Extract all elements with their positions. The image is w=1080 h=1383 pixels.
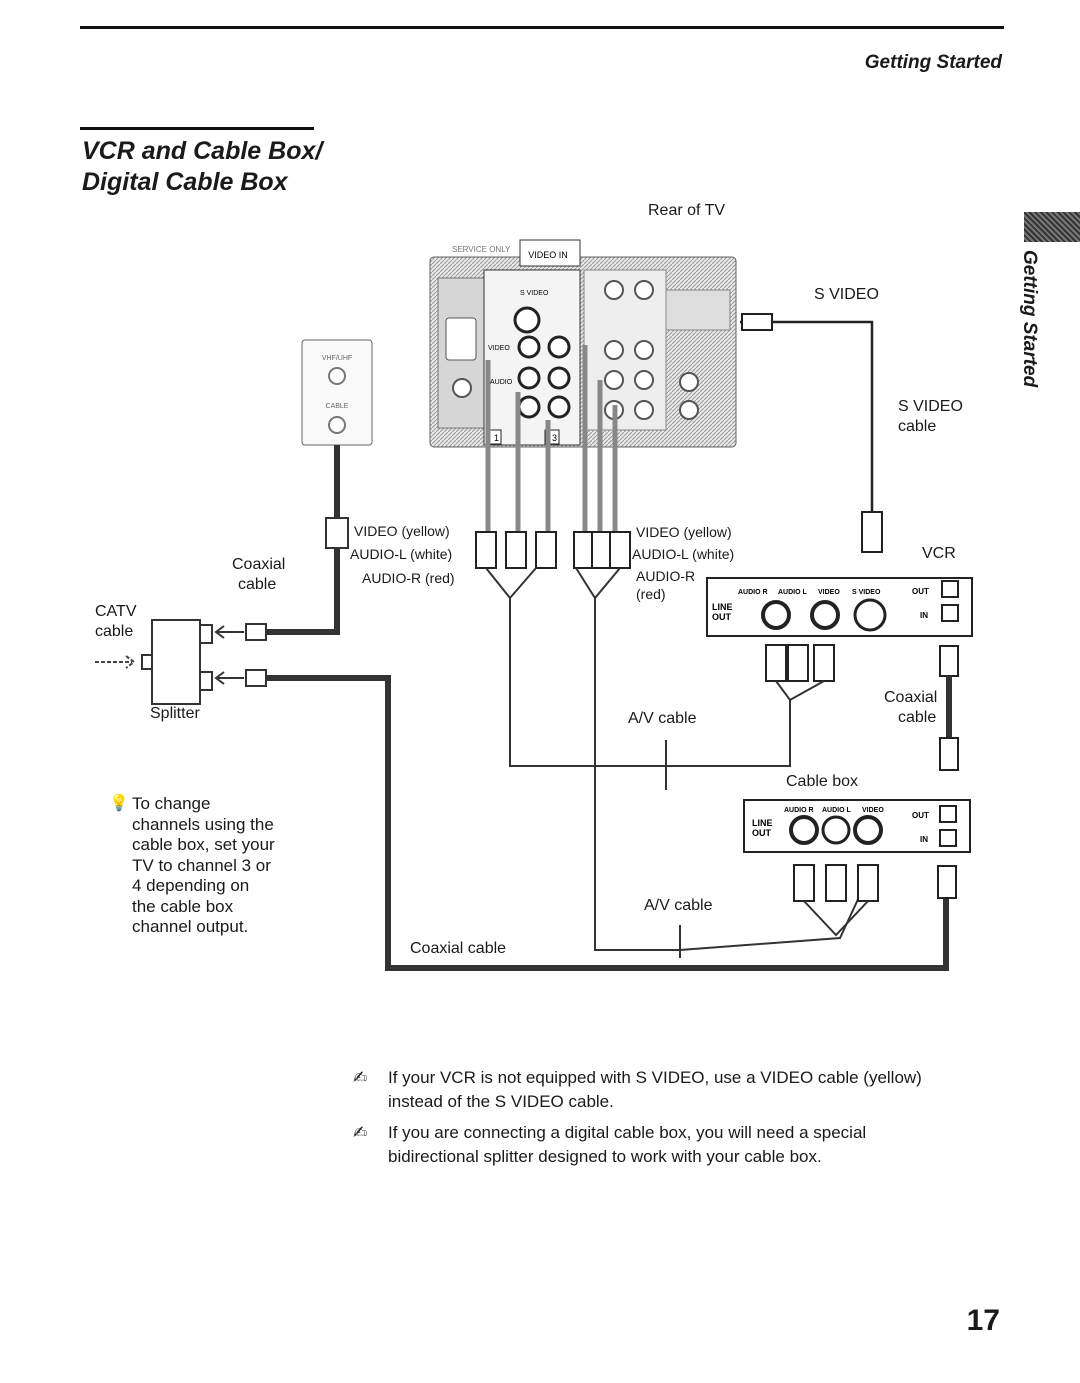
audio-r-right-label-2: (red)	[636, 586, 666, 602]
cablebox-rf-out-label: OUT	[912, 811, 929, 820]
vcr-s-video-label: S VIDEO	[852, 589, 881, 596]
tv-service-only-label: SERVICE ONLY	[452, 245, 511, 254]
note-1-line-1: If your VCR is not equipped with S VIDEO…	[388, 1068, 922, 1087]
cablebox-audio-r-label: AUDIO R	[784, 807, 814, 814]
coaxial-cable-label-2: cable	[238, 576, 277, 593]
title-rule	[80, 127, 314, 130]
note-2: If you are connecting a digital cable bo…	[352, 1121, 1048, 1169]
vcr-audio-r-label: AUDIO R	[738, 589, 768, 596]
coaxial-cable-splitter-to-cable-box	[266, 675, 949, 971]
splitter-arrow-in-2-icon	[214, 671, 244, 685]
audio-l-white-right-label: AUDIO-L (white)	[632, 546, 735, 562]
coaxial-bottom-label: Coaxial cable	[410, 940, 507, 957]
tip-line: 4 depending on	[132, 876, 250, 895]
tv-input-1-label: 1	[494, 433, 499, 443]
tip-line: channels using the	[132, 814, 274, 834]
catv-label-2: cable	[95, 623, 134, 640]
cablebox-line-label: LINE	[752, 818, 773, 828]
vcr-video-label: VIDEO	[818, 589, 840, 596]
video-yellow-left-label: VIDEO (yellow)	[354, 523, 450, 539]
outlet-vhf-uhf-label: VHF/UHF	[322, 355, 352, 362]
tip-line: the cable box	[132, 896, 234, 916]
tv-caption: Rear of TV	[648, 202, 726, 219]
vcr-label: VCR	[922, 545, 956, 562]
outlet-cable-label: CABLE	[326, 403, 349, 410]
av-cable-label-1: A/V cable	[628, 710, 697, 727]
cablebox-video-label: VIDEO	[862, 807, 884, 814]
audio-r-right-label-1: AUDIO-R	[636, 568, 696, 584]
vcr-audio-l-label: AUDIO L	[778, 589, 808, 596]
section-title-line1: VCR and Cable Box/	[82, 137, 323, 165]
s-video-port-label: S VIDEO	[814, 286, 879, 303]
page-number: 17	[966, 1304, 1000, 1337]
tip-line: cable box, set your	[132, 835, 275, 854]
note-pencil-icon: ✍	[353, 1123, 368, 1142]
tv-video-in-label: VIDEO IN	[528, 250, 568, 260]
tv-video-port-label: VIDEO	[488, 345, 510, 352]
cable-box-label: Cable box	[786, 773, 859, 790]
section-title-line2: Digital Cable Box	[82, 168, 288, 196]
vcr-rf-in-label: IN	[920, 611, 928, 620]
coaxial-cable-label-1: Coaxial	[232, 556, 286, 573]
tip-line: TV to channel 3 or	[132, 855, 271, 875]
running-head: Getting Started	[864, 52, 1002, 73]
tip-text: To change channels using the cable box, …	[132, 794, 307, 938]
audio-l-white-left-label: AUDIO-L (white)	[350, 546, 453, 562]
coaxial-right-label-2: cable	[898, 709, 937, 726]
wall-outlet: VHF/UHF CABLE	[301, 339, 373, 446]
tv-s-video-port-label: S VIDEO	[520, 290, 549, 297]
vcr-line-label: LINE	[712, 602, 733, 612]
cable-box-av-plugs	[793, 864, 879, 902]
section-title: VCR and Cable Box/ Digital Cable Box	[82, 136, 402, 198]
vcr-out-label: OUT	[712, 612, 732, 622]
s-video-cable-label-1: S VIDEO	[898, 398, 963, 415]
s-video-cable-label-2: cable	[898, 418, 937, 435]
note-2-line-2: bidirectional splitter designed to work …	[388, 1147, 822, 1166]
lightbulb-icon: 💡	[109, 795, 129, 812]
splitter-arrow-in-1-icon	[214, 625, 244, 639]
av-plugs-left	[475, 531, 631, 569]
s-video-cable	[740, 320, 874, 512]
vcr-rf-out-label: OUT	[912, 587, 929, 596]
av-cable-label-2: A/V cable	[644, 897, 713, 914]
catv-arrow-icon	[95, 655, 136, 669]
cablebox-rf-in-label: IN	[920, 835, 928, 844]
note-2-line-1: If you are connecting a digital cable bo…	[388, 1123, 867, 1142]
video-yellow-right-label: VIDEO (yellow)	[636, 524, 732, 540]
audio-r-red-left-label: AUDIO-R (red)	[362, 570, 455, 586]
cable-box-panel: AUDIO R AUDIO L VIDEO LINE OUT OUT IN	[743, 799, 971, 853]
av-cable-bundle-left	[485, 345, 618, 534]
cablebox-audio-l-label: AUDIO L	[822, 807, 852, 814]
header-rule	[80, 26, 1004, 29]
splitter-label: Splitter	[150, 705, 200, 722]
side-tab-marker	[1024, 212, 1080, 242]
tv-audio-port-label: AUDIO	[490, 379, 513, 386]
tip-line: channel output.	[132, 917, 249, 936]
note-1: If your VCR is not equipped with S VIDEO…	[352, 1066, 1048, 1114]
coaxial-right-label-1: Coaxial	[884, 689, 938, 706]
note-1-line-2: instead of the S VIDEO cable.	[388, 1092, 614, 1111]
vcr-panel: AUDIO R AUDIO L VIDEO S VIDEO LINE OUT O…	[706, 577, 973, 637]
tip-line: To change	[132, 794, 211, 813]
catv-label-1: CATV	[95, 603, 137, 620]
note-pencil-icon: ✍	[353, 1068, 368, 1087]
cablebox-out-label: OUT	[752, 828, 772, 838]
tv-input-3-label: 3	[552, 433, 557, 443]
coaxial-cable-outlet-to-splitter	[260, 445, 340, 635]
vcr-av-plugs	[765, 644, 835, 682]
